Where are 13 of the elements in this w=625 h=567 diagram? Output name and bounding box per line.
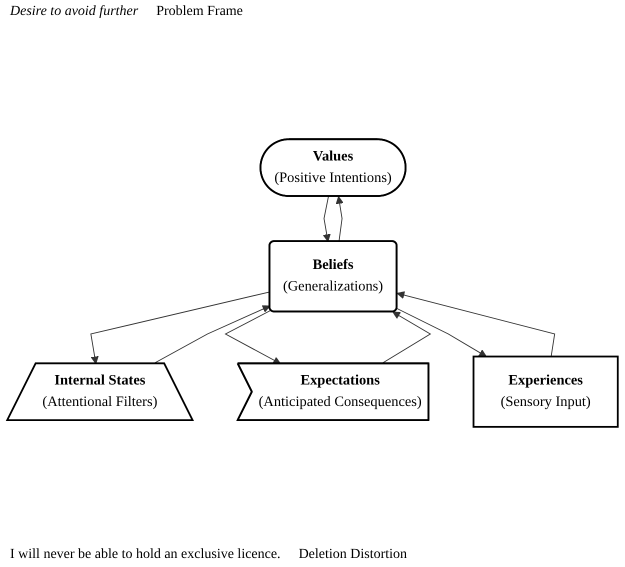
note-text: Desire to avoid further [10, 4, 138, 20]
arrow [396, 292, 556, 358]
node-box: Experiences (Sensory Input) [472, 356, 619, 428]
arrow [396, 308, 487, 358]
note-text: Deletion Distortion [298, 547, 408, 563]
arrow [152, 306, 270, 365]
arrow [90, 292, 270, 365]
arrow [380, 312, 432, 365]
arrow [224, 310, 281, 365]
note-text: Problem Frame [156, 4, 243, 20]
arrow [322, 196, 331, 242]
arrow [336, 196, 344, 242]
note-text: I will never be able to hold an exclusive licence. [10, 547, 281, 563]
